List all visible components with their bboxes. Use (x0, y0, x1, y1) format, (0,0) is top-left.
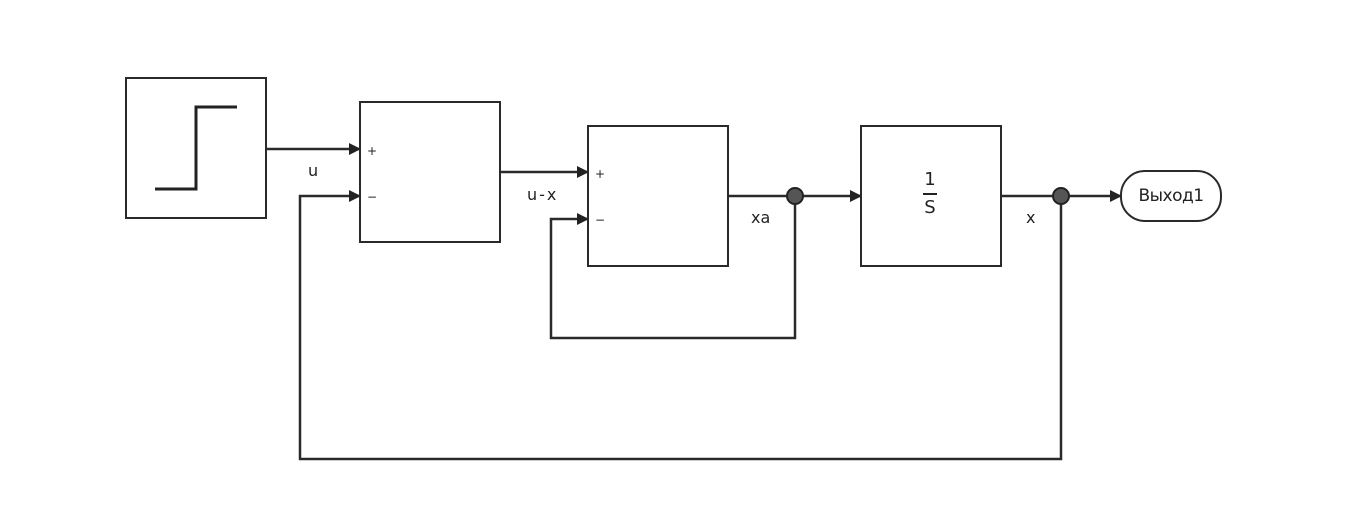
sum1-minus-sign: − (367, 190, 378, 204)
step-block[interactable] (125, 77, 267, 219)
integrator-transfer-function: 1 S (923, 169, 937, 218)
integrator-block[interactable] (860, 125, 1002, 267)
signal-label-xa: xa (751, 208, 771, 227)
integrator-numerator: 1 (924, 169, 936, 190)
output-label: Выход1 (1138, 186, 1204, 206)
fraction-bar (923, 193, 937, 195)
sum1-block[interactable] (359, 101, 501, 243)
output-terminal[interactable]: Выход1 (1120, 170, 1222, 222)
sum2-minus-sign: − (595, 213, 606, 227)
wire-outer-feedback (298, 190, 1063, 461)
sum2-plus-sign: + (595, 167, 606, 181)
wire-inner-feedback (549, 196, 797, 340)
junction-xa (786, 187, 804, 205)
signal-label-u-minus-x: u-x (527, 185, 559, 204)
sum2-block[interactable] (587, 125, 729, 267)
sum1-plus-sign: + (367, 144, 378, 158)
signal-label-u: u (308, 161, 319, 180)
signal-label-x: x (1026, 208, 1036, 227)
junction-x (1052, 187, 1070, 205)
integrator-denominator: S (924, 197, 936, 218)
step-icon (155, 105, 237, 191)
